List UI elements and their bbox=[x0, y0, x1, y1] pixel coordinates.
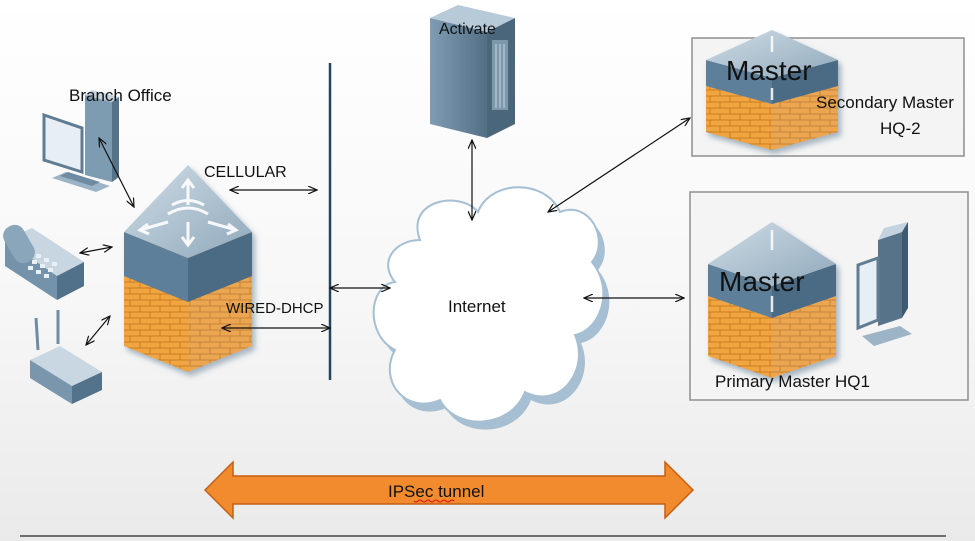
hq-desktop-computer-icon bbox=[856, 222, 912, 346]
branch-office-label: Branch Office bbox=[69, 86, 172, 105]
controller-firewall-icon bbox=[124, 165, 252, 372]
primary-master-label: Primary Master HQ1 bbox=[715, 372, 870, 391]
router-link bbox=[86, 316, 110, 345]
ipsec-tunnel-arrow bbox=[203, 460, 695, 520]
spellcheck-underline bbox=[413, 499, 455, 503]
wireless-router-icon bbox=[30, 310, 102, 404]
desk-phone-icon bbox=[3, 224, 84, 300]
activate-label: Activate bbox=[439, 21, 496, 38]
phone-link bbox=[80, 247, 112, 253]
cloud-icon bbox=[372, 186, 610, 430]
secondary-master-controller-icon bbox=[706, 30, 838, 150]
connection-arrows bbox=[80, 118, 690, 345]
primary-master-controller-icon bbox=[708, 222, 836, 378]
internet-label: Internet bbox=[448, 297, 506, 316]
secondary-master-link bbox=[548, 118, 690, 212]
server-icon bbox=[430, 5, 515, 138]
secondary-master-label: Secondary Master bbox=[816, 93, 954, 112]
desktop-computer-icon bbox=[42, 90, 119, 192]
computer-link bbox=[99, 138, 134, 207]
master-label-primary: Master bbox=[719, 266, 805, 297]
ipsec-tunnel-label: IPSec tunnel bbox=[388, 482, 484, 501]
wired-dhcp-label: WIRED-DHCP bbox=[226, 300, 324, 317]
hq2-label: HQ-2 bbox=[880, 119, 921, 138]
cellular-label: CELLULAR bbox=[204, 164, 287, 181]
master-label-secondary: Master bbox=[726, 55, 812, 86]
